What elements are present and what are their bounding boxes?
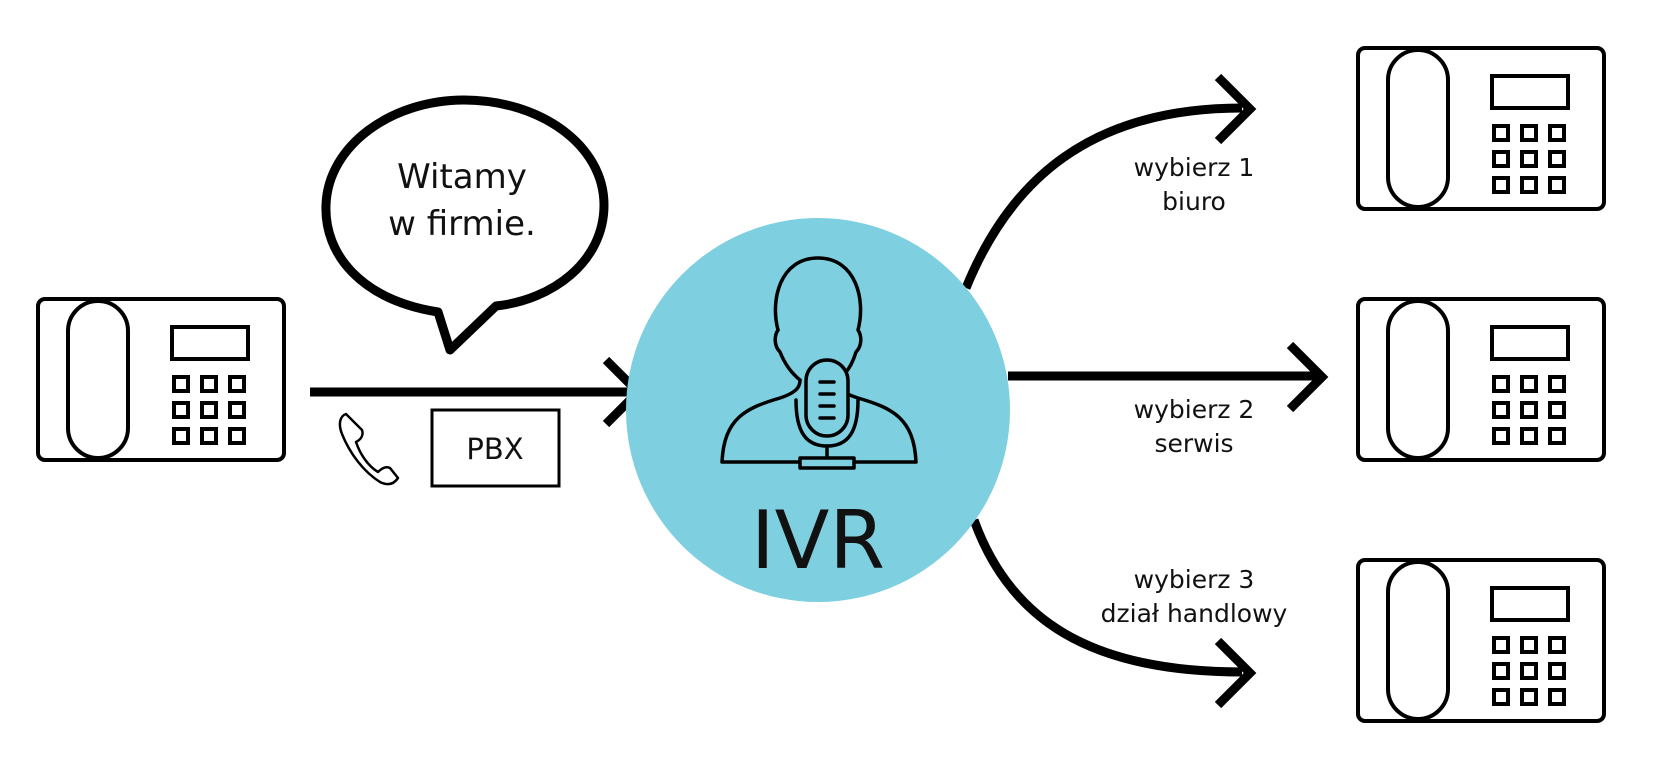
destination-phone-2 bbox=[1356, 297, 1606, 462]
ivr-node: IVR bbox=[626, 218, 1010, 602]
option-1-digit: wybierz 1 bbox=[1134, 153, 1255, 182]
option-2-department: serwis bbox=[1154, 429, 1233, 458]
option-label-3: wybierz 3 dział handlowy bbox=[1101, 565, 1288, 628]
option-label-2: wybierz 2 serwis bbox=[1134, 395, 1255, 458]
person-with-microphone-icon bbox=[720, 256, 918, 470]
option-label-1: wybierz 1 biuro bbox=[1134, 153, 1255, 216]
destination-phone-1 bbox=[1356, 46, 1606, 211]
greeting-line-2: w firmie. bbox=[388, 204, 536, 244]
caller-desk-phone bbox=[36, 297, 286, 462]
branch-arrow-1 bbox=[961, 73, 1257, 290]
greeting-line-1: Witamy bbox=[397, 157, 527, 197]
ivr-label: IVR bbox=[751, 494, 885, 587]
handset-icon bbox=[338, 412, 400, 486]
branch-arrow-3 bbox=[969, 518, 1257, 709]
option-2-digit: wybierz 2 bbox=[1134, 395, 1255, 424]
pbx-box: PBX bbox=[430, 408, 561, 488]
option-3-department: dział handlowy bbox=[1101, 599, 1288, 628]
greeting-speech-bubble: Witamy w firmie. bbox=[321, 95, 609, 355]
option-3-digit: wybierz 3 bbox=[1134, 565, 1255, 594]
branch-arrow-2 bbox=[1008, 341, 1329, 413]
destination-phone-3 bbox=[1356, 558, 1606, 723]
option-1-department: biuro bbox=[1162, 187, 1226, 216]
pbx-label: PBX bbox=[466, 432, 523, 466]
